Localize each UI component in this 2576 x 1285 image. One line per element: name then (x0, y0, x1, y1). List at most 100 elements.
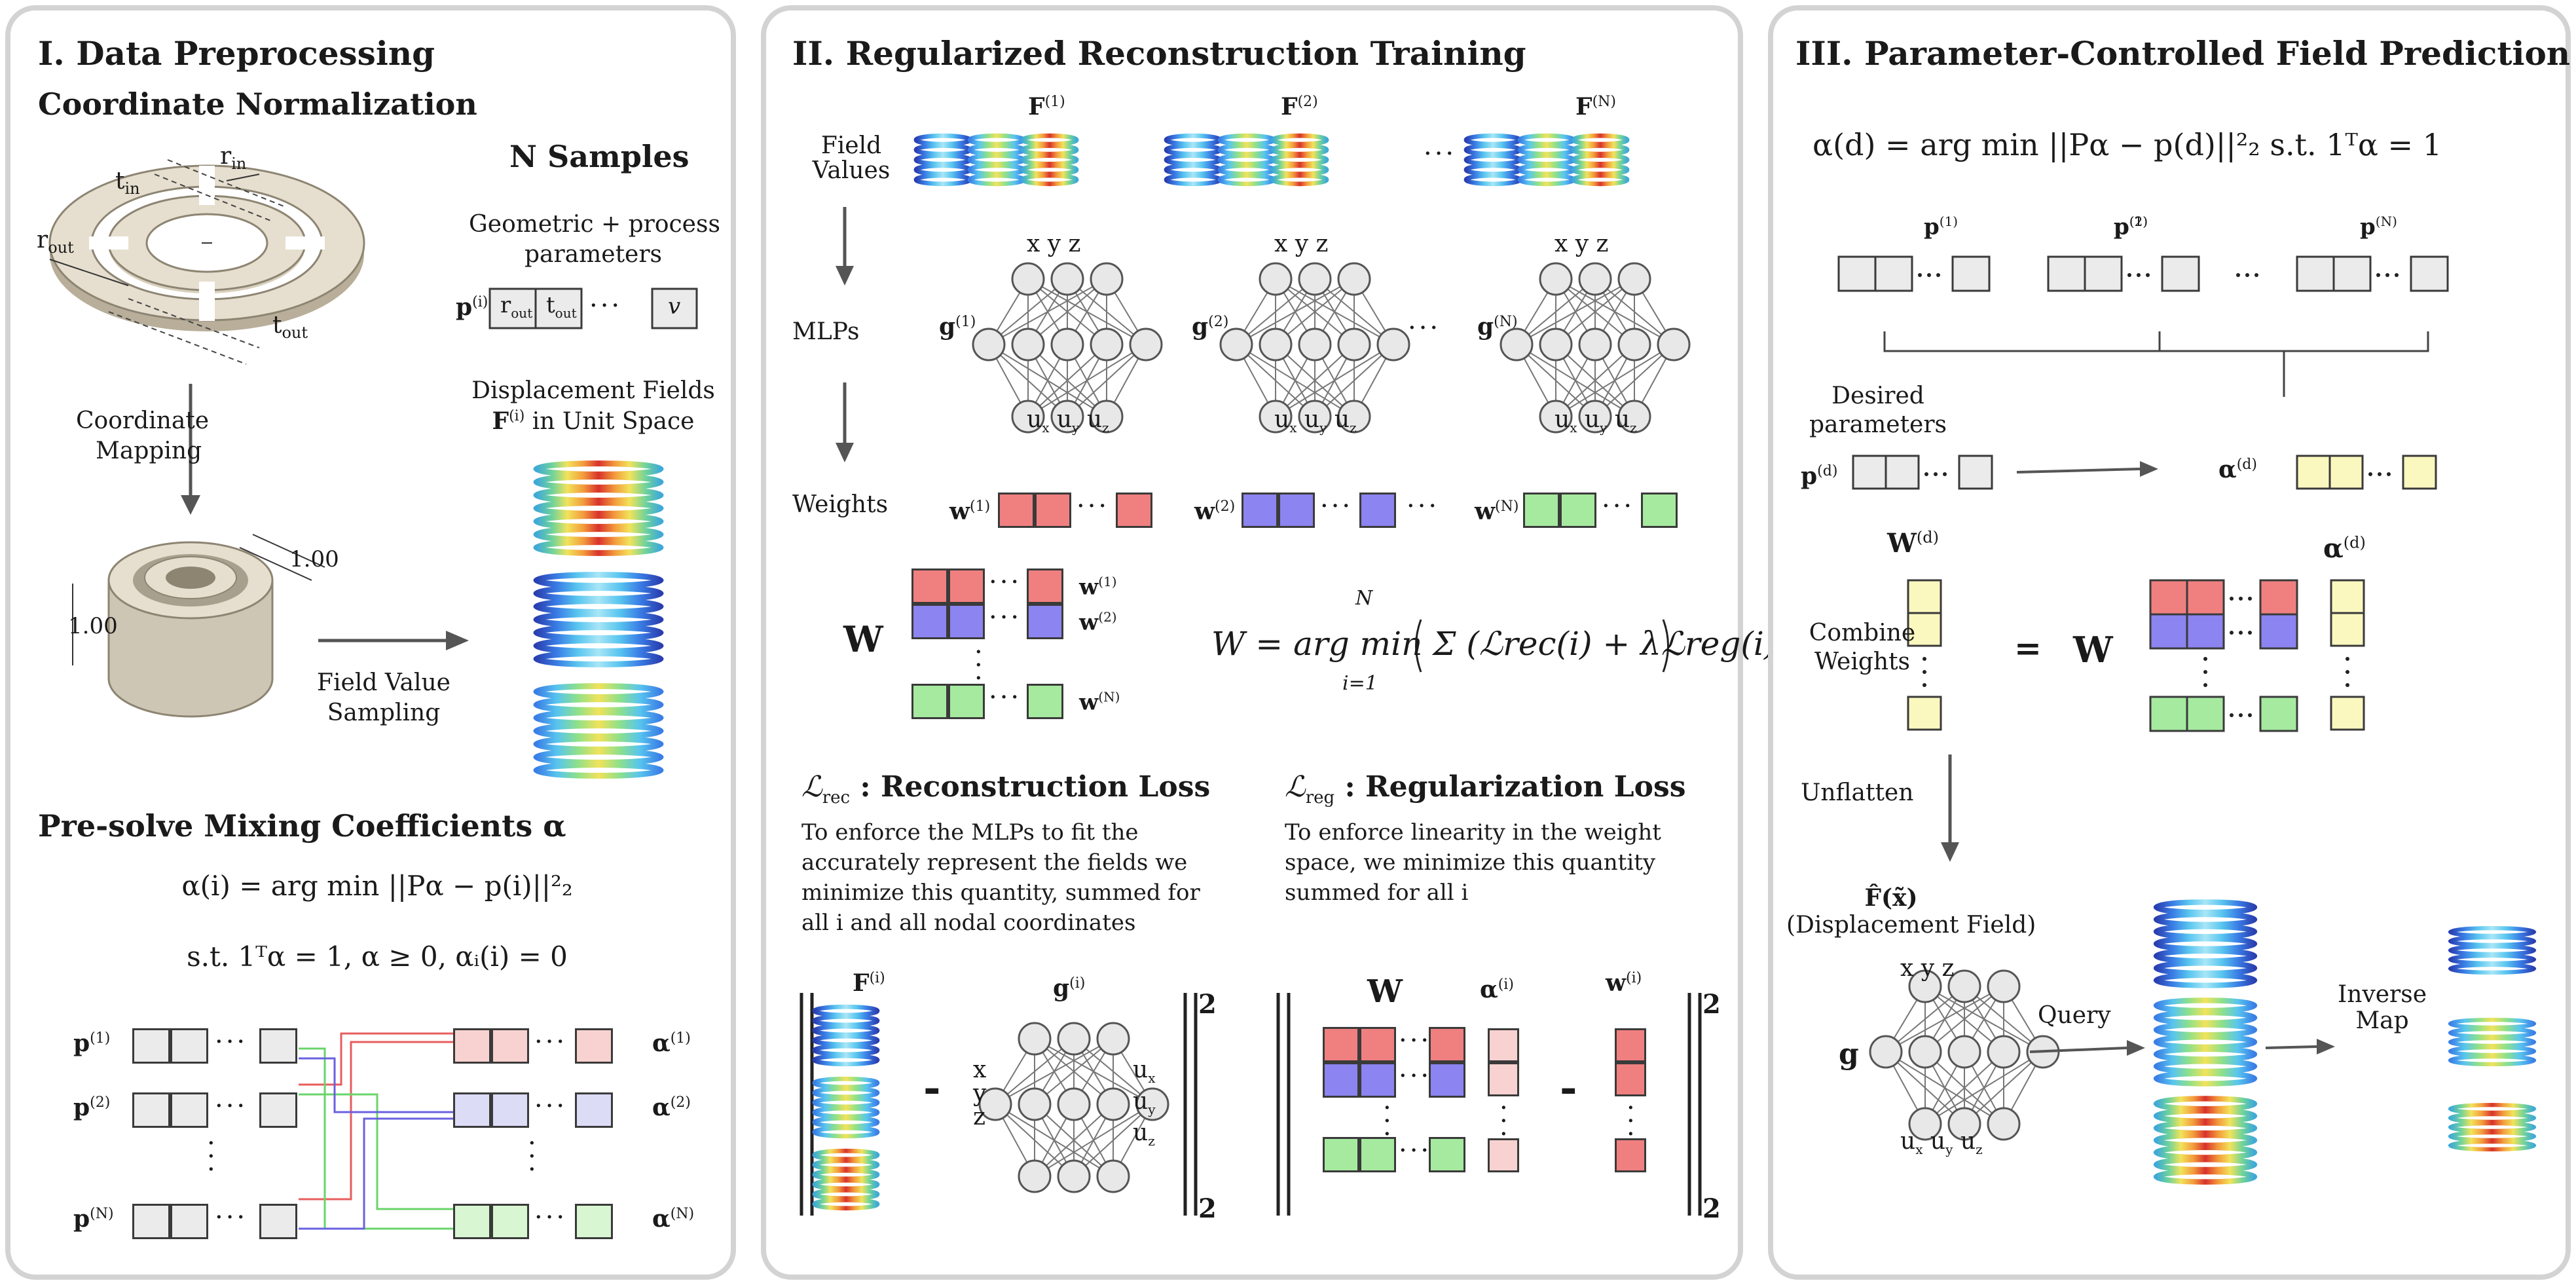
spring-coil (812, 1115, 880, 1129)
mlp1-inputs: x y z (1027, 231, 1081, 257)
neuron (978, 1087, 1012, 1121)
W-row1-cell1 (911, 568, 948, 604)
spring-coil (2153, 1096, 2258, 1112)
spring-coil (1164, 133, 1223, 147)
geometric-params-label-1: Geometric + process (469, 211, 720, 238)
pn-label: p(N) (73, 1205, 114, 1233)
spring-coil (2448, 925, 2537, 939)
coordinate-mapping-label-1: Coordinate (76, 407, 210, 434)
a1-cell-n (575, 1028, 613, 1064)
arrowhead (2140, 461, 2158, 477)
regularization-loss-title: ℒreg : Regularization Loss (1285, 770, 1686, 808)
spring-coil (1217, 173, 1276, 187)
dot (2387, 472, 2391, 476)
ellipsis: ··· (1399, 1136, 1432, 1166)
reg-w-cell-n (1615, 1138, 1646, 1172)
dot (2137, 273, 2141, 277)
spring-coil (2153, 1132, 2258, 1148)
predicted-field-2 (2153, 997, 2258, 1087)
p1-label: p(1) (73, 1030, 111, 1057)
combine-weights-label-2: Weights (1814, 648, 1911, 675)
ellipsis: ··· (534, 1091, 568, 1121)
dot (1923, 657, 1926, 661)
dimension-label-height: 1.00 (68, 613, 118, 639)
panel3-title: III. Parameter-Controlled Field Predicti… (1795, 34, 2571, 73)
arrowhead (2317, 1039, 2335, 1054)
training-objective: W = arg min Σ (ℒrec(i) + λℒreg(i)) (1211, 625, 1790, 663)
reg-W-r2cn (1429, 1062, 1465, 1098)
spring-coil (812, 1086, 880, 1100)
spring-coil (812, 1197, 880, 1211)
dot (2203, 683, 2207, 687)
W-row1-celln (1027, 568, 1063, 604)
dot (2346, 657, 2349, 661)
presolve-equation-2: s.t. 1ᵀα = 1, α ≥ 0, αᵢ(i) = 0 (187, 940, 568, 973)
field-sample-2-0 (1463, 133, 1522, 187)
panel-data-preprocessing: I. Data Preprocessing Coordinate Normali… (5, 5, 736, 1280)
arrowhead (836, 443, 854, 462)
w2-cell-n (1359, 493, 1396, 528)
spring-coil (812, 1168, 880, 1182)
neuron (1337, 400, 1371, 434)
spring-coil (1571, 163, 1630, 177)
spring-coil (1463, 163, 1522, 177)
field-sample-2-1 (1517, 133, 1576, 187)
ellipsis: ··· (989, 567, 1022, 597)
mlp-network-n (1500, 262, 1691, 434)
spring-coil (1517, 153, 1576, 166)
pn-cell-n (259, 1204, 297, 1239)
neuron (1090, 327, 1124, 362)
neuron (1011, 327, 1045, 362)
paren-right (1662, 619, 1669, 673)
neuron (1539, 262, 1573, 296)
ellipsis: ··· (1602, 491, 1635, 521)
norm-square-sup: 2 (1198, 989, 1217, 1020)
w1-cell-1 (998, 493, 1035, 528)
reg-w-cell-1 (1615, 1028, 1646, 1062)
F1-label: F(1) (1028, 93, 1065, 121)
neuron (1500, 327, 1534, 362)
w1-label: w(1) (949, 498, 991, 525)
spring-coil (812, 1014, 880, 1028)
ad2-c2 (2330, 612, 2365, 647)
spring-coil (913, 133, 972, 147)
wN-cell-2 (1560, 493, 1596, 528)
dot (1923, 670, 1926, 674)
spring-coil (967, 173, 1026, 187)
ellipsis: ··· (534, 1202, 568, 1233)
a2-cell-n (575, 1092, 613, 1128)
wN-cell-1 (1523, 493, 1560, 528)
reg-W-rNcn (1429, 1137, 1465, 1172)
spring-coil (812, 1004, 880, 1018)
W-rowN-celln (1027, 684, 1063, 719)
spring-coil (913, 173, 972, 187)
an-cell-1 (453, 1204, 491, 1239)
spring-coil (812, 1158, 880, 1172)
arrowhead (836, 266, 854, 286)
spring-coil (2153, 1168, 2258, 1185)
spring-coil (2448, 953, 2537, 966)
dot (2395, 273, 2399, 277)
arrow-query (2029, 1047, 2127, 1053)
ellipsis: ··· (215, 1202, 248, 1233)
p-top-2-c2 (2332, 255, 2372, 292)
spring-coil (2448, 1111, 2537, 1125)
p-top-2-c1 (2296, 255, 2335, 292)
mixing-connections (299, 1032, 453, 1230)
field-sampling-label-1: Field Value (317, 669, 451, 696)
minus-sign: - (1560, 1064, 1577, 1113)
neuron (1908, 1035, 1942, 1069)
dot (1927, 273, 1931, 277)
spring-coil (2153, 1070, 2258, 1087)
vertical-ellipsis: ··· (1627, 1093, 1635, 1149)
p-top-1-c2 (2084, 255, 2123, 292)
reconstruction-loss-title: ℒrec : Reconstruction Loss (801, 770, 1211, 808)
alpha-d-vector-label: α(d) (2323, 533, 2366, 564)
arrow-pd-to-alpha (2016, 468, 2141, 474)
neuron (1298, 400, 1332, 434)
spring-coil (812, 1125, 880, 1139)
p2-cell-n (259, 1092, 297, 1128)
p-top-1-c1 (2047, 255, 2086, 292)
spring-coil (1020, 163, 1079, 177)
spring-coil (812, 1076, 880, 1090)
